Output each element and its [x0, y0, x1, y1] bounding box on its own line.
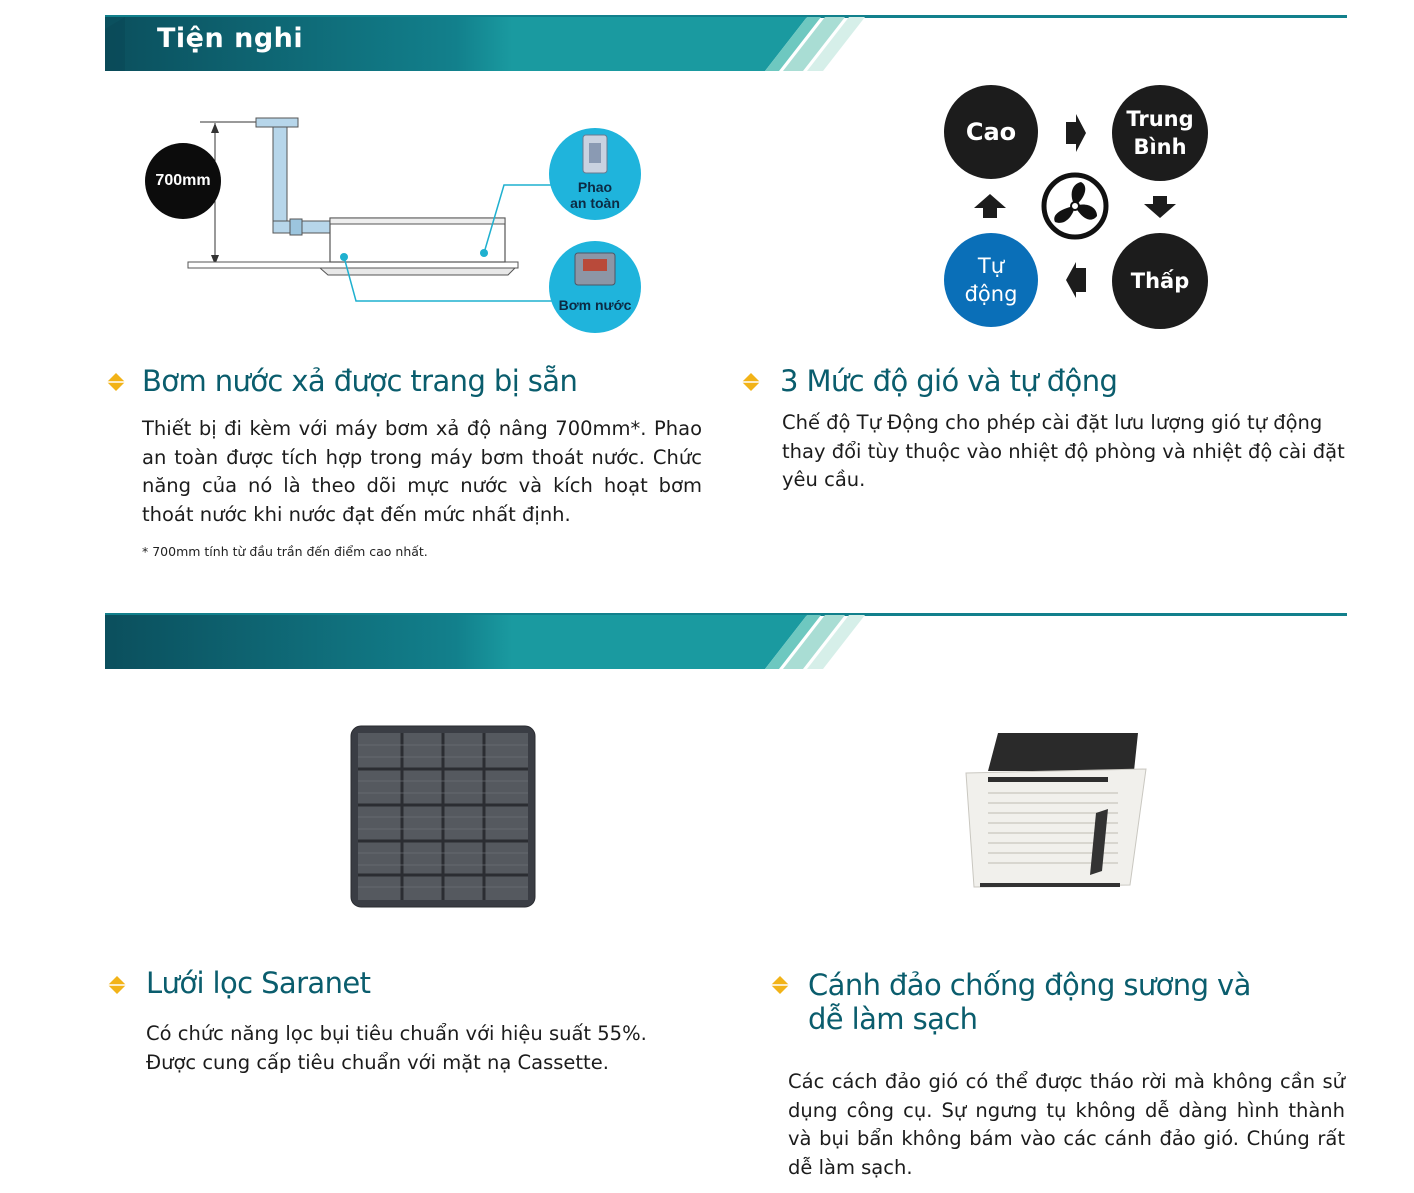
drain-pump-note: * 700mm tính từ đầu trần đến điểm cao nh… [142, 544, 428, 559]
float-label-line-1: Phao [577, 179, 613, 195]
float-label: Phao an toàn [550, 179, 640, 211]
banner-shape [105, 15, 1347, 71]
arrow-left-icon [1066, 262, 1086, 298]
speed-high-label: Cao [965, 118, 1017, 146]
bullet-diamond-icon [107, 373, 125, 391]
fan-icon [1041, 172, 1109, 240]
float-label-line-2: an toàn [570, 195, 620, 211]
flap-heading-line-1: Cánh đảo chống động sương và [808, 968, 1251, 1002]
drain-pump-heading: Bơm nước xả được trang bị sẵn [142, 364, 578, 398]
flap-body: Các cách đảo gió có thể được tháo rời mà… [788, 1070, 1345, 1180]
bullet-diamond-icon [108, 976, 126, 994]
speed-medium-label-2: Bình [1133, 135, 1187, 159]
speed-auto-circle: Tự động [944, 233, 1038, 327]
flap-heading: Cánh đảo chống động sương và dễ làm sạch [808, 968, 1251, 1036]
speed-high-circle: Cao [944, 85, 1038, 179]
bullet-diamond-icon [742, 373, 760, 391]
speed-low-label: Thấp [1130, 269, 1190, 293]
pump-callout [549, 241, 641, 333]
drain-pump-body: Thiết bị đi kèm với máy bơm xả độ nâng 7… [142, 417, 702, 527]
speed-medium-label-1: Trung [1126, 107, 1194, 131]
arrow-right-icon [1066, 114, 1086, 152]
filter-heading: Lưới lọc Saranet [146, 966, 371, 1000]
arrow-down-icon [1144, 196, 1176, 218]
fan-speed-body: Chế độ Tự Động cho phép cài đặt lưu lượn… [782, 411, 1345, 492]
filter-body: Có chức năng lọc bụi tiêu chuẩn với hiệu… [146, 1022, 647, 1074]
speed-low-circle: Thấp [1112, 233, 1208, 329]
section-title-comfort: Tiện nghi [157, 23, 304, 54]
speed-medium-circle: Trung Bình [1112, 85, 1208, 181]
speed-auto-label-2: động [964, 282, 1018, 306]
cassette-unit-image [965, 733, 1147, 888]
saranet-filter-image [350, 725, 536, 908]
float-callout [549, 128, 641, 220]
fan-speed-diagram: Cao Trung Bình Tự động Thấp [940, 82, 1215, 332]
drain-pump-diagram: 700mm Phao an toàn Bơm nước [140, 105, 660, 335]
section-banner-comfort: Tiện nghi [105, 15, 1347, 71]
speed-cycle-arrows [974, 114, 1176, 298]
bullet-diamond-icon [771, 976, 789, 994]
fan-speed-heading: 3 Mức độ gió và tự động [780, 364, 1118, 398]
drain-pump-illustration [187, 117, 641, 333]
section-banner-second [105, 613, 1347, 669]
height-label: 700mm [155, 172, 211, 189]
arrow-up-icon [974, 194, 1006, 218]
banner-shape [105, 613, 1347, 669]
speed-auto-label-1: Tự [977, 254, 1005, 278]
pump-label: Bơm nước [558, 297, 632, 313]
flap-heading-line-2: dễ làm sạch [808, 1002, 978, 1036]
height-badge: 700mm [145, 143, 221, 219]
